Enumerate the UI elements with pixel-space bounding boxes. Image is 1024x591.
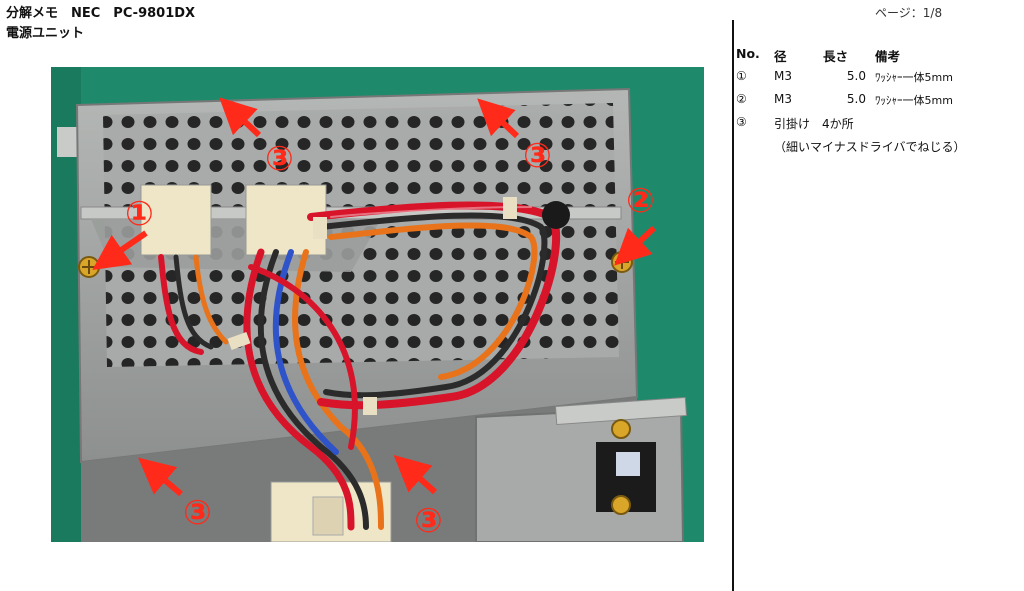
header-diameter: 径 [774, 49, 787, 64]
header-no: No. [736, 46, 760, 61]
callout-3-bottom-right: ③ [414, 501, 443, 541]
section-title: 電源ユニット [6, 26, 85, 41]
row-diameter: M3 [774, 92, 792, 106]
page-number: ページ：1/8 [875, 6, 943, 20]
row-diameter: M3 [774, 69, 792, 83]
row-length: 5.0 [846, 92, 866, 106]
row-no: ③ [736, 115, 747, 129]
row-no: ② [736, 92, 747, 106]
header-note: 備考 [875, 49, 901, 64]
indicator-arrows [92, 97, 657, 497]
header-length: 長さ [823, 49, 849, 64]
callout-3-top-left: ③ [265, 139, 294, 179]
row-note: ﾜｯｼｬｰ一体5mm [875, 71, 953, 84]
footnote-text: （細いマイナスドライバでねじる） [774, 140, 966, 154]
row-no: ① [736, 69, 747, 83]
row-diameter: 引掛け 4か所 [774, 117, 854, 131]
callout-2: ② [626, 181, 655, 221]
callout-3-bottom-left: ③ [183, 493, 212, 533]
row-length: 5.0 [846, 69, 866, 83]
power-unit-photo: ① ② ③ ③ ③ ③ [51, 67, 704, 542]
callout-1: ① [125, 194, 154, 234]
vertical-divider [732, 20, 734, 591]
row-note: ﾜｯｼｬｰ一体5mm [875, 94, 953, 107]
document-title: 分解メモ NEC PC-9801DX [6, 6, 196, 21]
callout-3-top-right: ③ [523, 136, 552, 176]
connector-left [140, 184, 212, 256]
